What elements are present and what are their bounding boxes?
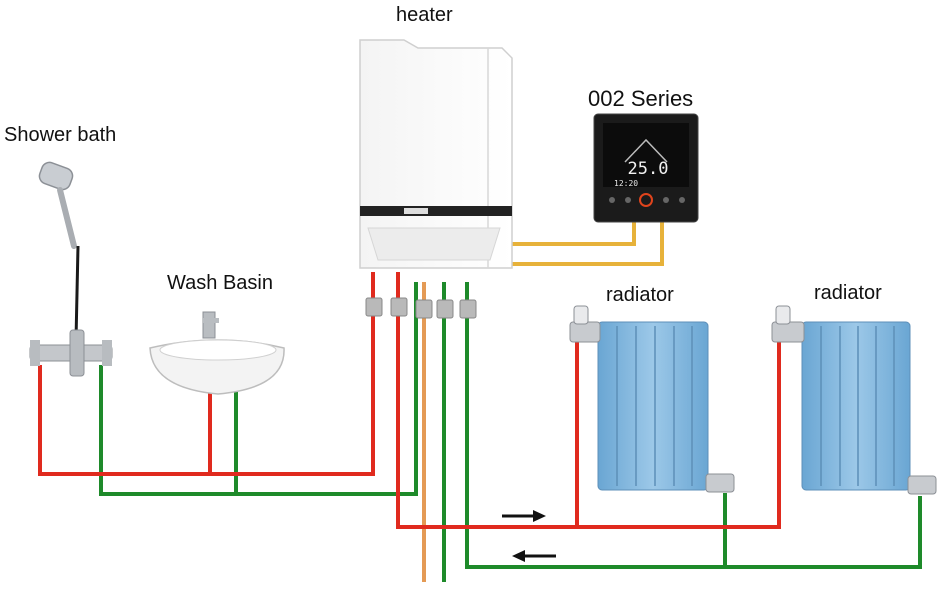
radiator-right-label: radiator xyxy=(814,282,882,304)
shower-fixture xyxy=(29,161,113,377)
return-pipe-radiator-2 xyxy=(725,496,922,569)
return-pipes xyxy=(99,282,922,582)
heater-unit xyxy=(359,39,513,319)
heater-label: heater xyxy=(396,4,453,26)
heater-valve-3 xyxy=(415,299,433,319)
heater-valve-5 xyxy=(459,299,477,319)
thermostat-label: 002 Series xyxy=(588,86,694,111)
basin-label: Wash Basin xyxy=(167,272,273,294)
control-wires xyxy=(494,222,664,266)
thermostat-clock: 12:20 xyxy=(614,179,638,188)
thermostat-mode-icon xyxy=(625,197,631,203)
heater-valve-4 xyxy=(436,299,454,319)
basin-faucet-icon xyxy=(202,311,216,339)
thermostat-up-icon xyxy=(679,197,685,203)
thermostat-center-button-icon xyxy=(639,193,653,207)
shower-head-icon xyxy=(38,161,74,191)
control-wire-a xyxy=(510,222,636,246)
thermostat-down-icon xyxy=(663,197,669,203)
radiator-left-label: radiator xyxy=(606,284,674,306)
thermostat-device: 25.0 12:20 xyxy=(593,113,699,223)
thermostat-temperature: 25.0 xyxy=(628,159,669,179)
return-pipe-shower xyxy=(99,282,418,496)
return-pipe-radiator-1 xyxy=(465,282,727,569)
flow-arrow-supply xyxy=(502,510,546,522)
radiator-right-valve-icon xyxy=(771,321,805,343)
radiator-left xyxy=(569,305,735,493)
thermostat-power-icon xyxy=(609,197,615,203)
radiator-left-return-valve-icon xyxy=(705,473,735,493)
control-wire-b xyxy=(494,222,664,266)
hot-pipe-shower xyxy=(38,272,375,476)
radiator-right xyxy=(771,305,937,495)
hot-pipe-radiator-2 xyxy=(577,340,781,529)
flow-arrow-return xyxy=(512,550,556,562)
wash-basin xyxy=(149,311,285,395)
radiator-right-return-valve-icon xyxy=(907,475,937,495)
radiator-left-valve-icon xyxy=(569,321,601,343)
heater-valve-1 xyxy=(365,297,383,317)
hot-pipes xyxy=(38,272,781,529)
shower-label: Shower bath xyxy=(4,124,117,146)
heater-valve-2 xyxy=(390,297,408,317)
hot-pipe-radiator-1 xyxy=(396,272,579,529)
